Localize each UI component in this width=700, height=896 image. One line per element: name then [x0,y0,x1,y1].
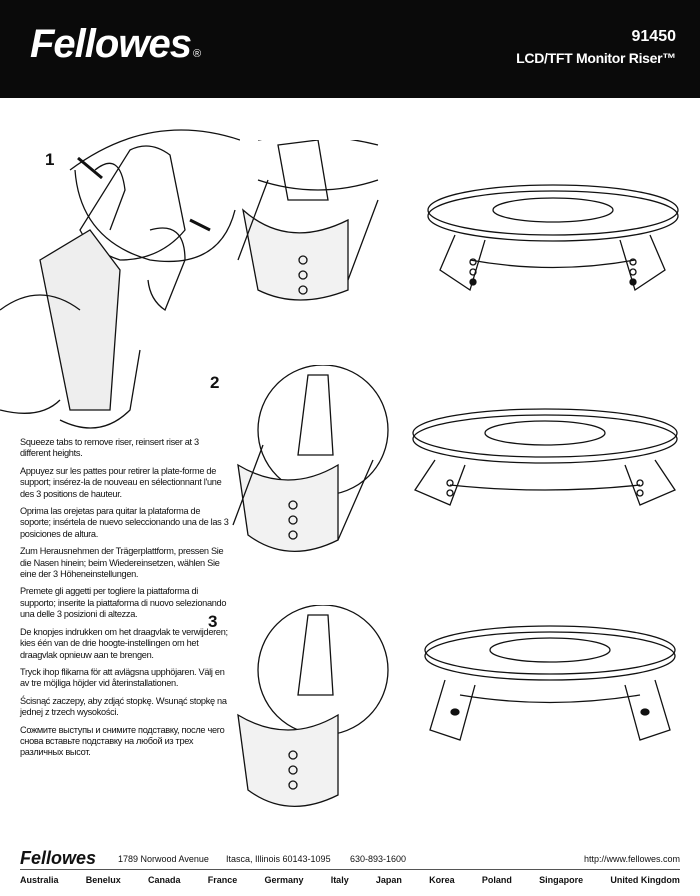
country: France [207,875,238,885]
instruction-swedish: Tryck ihop flikarna för att avlägsna upp… [20,666,225,689]
instruction-italian: Premete gli aggetti per togliere la piat… [20,586,227,620]
footer-divider [20,869,680,870]
footer-phone: 630-893-1600 [350,854,407,864]
country: Benelux [85,875,121,885]
step-number-2: 2 [210,373,220,392]
country: Korea [429,875,455,885]
country: Germany [264,875,304,885]
instruction-russian: Сожмите выступы и снимите подставку, пос… [20,724,225,758]
country: Singapore [539,875,584,885]
instruction-dutch: De knopjes indrukken om het draagvlak te… [20,626,228,660]
step-number-3: 3 [208,612,218,631]
riser-leg-position-2-illustration [232,365,389,553]
monitor-riser-medium-illustration [412,408,678,506]
country: Canada [147,875,181,885]
footer-logo: Fellowes [20,848,97,868]
instruction-spanish: Oprima las orejetas para quitar la plata… [20,506,229,539]
riser-leg-position-3-illustration [237,605,389,808]
instructions-text: Squeeze tabs to remove riser, reinsert r… [20,437,230,765]
instruction-french: Appuyez sur les pattes pour retirer la p… [20,465,222,499]
footer-url: http://www.fellowes.com [583,854,680,864]
monitor-riser-low-illustration [424,625,676,741]
footer-address: 1789 Norwood Avenue [118,854,209,864]
country: Italy [330,875,349,885]
step-number-1: 1 [45,150,55,169]
country-list: Australia Benelux Canada France Germany … [20,875,680,885]
riser-leg-removal-illustration [237,140,379,301]
header-banner: Fellowes® 91450 LCD/TFT Monitor Riser™ [0,0,700,98]
country: Australia [20,875,59,885]
country: Japan [375,875,402,885]
country: United Kingdom [610,875,680,885]
hand-squeezing-tabs-illustration [0,129,240,429]
instruction-english: Squeeze tabs to remove riser, reinsert r… [20,437,199,459]
product-name: LCD/TFT Monitor Riser™ [516,50,676,66]
brand-logo: Fellowes® [30,22,201,66]
monitor-riser-high-illustration [427,184,679,292]
country: Poland [481,875,512,885]
footer-city: Itasca, Illinois 60143-1095 [226,854,331,864]
instruction-german: Zum Herausnehmen der Trägerplattform, pr… [20,546,224,580]
model-number: 91450 [631,28,677,45]
instruction-polish: Ścisnąć zaczepy, aby zdjąć stopkę. Wsuną… [20,695,227,718]
